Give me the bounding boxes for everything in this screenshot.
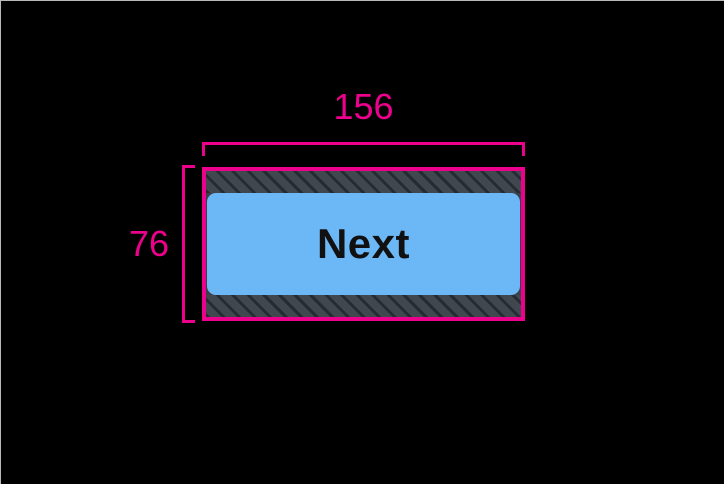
padding-band-top [206,171,521,193]
height-dimension-bracket [182,165,195,323]
width-dimension-bracket [202,142,525,156]
padding-band-bottom [206,295,521,317]
element-bounding-box: Next [202,167,525,321]
height-dimension-label: 76 [128,223,169,264]
width-dimension-label: 156 [333,86,394,127]
element-box-model: Next [206,171,521,317]
next-button-label: Next [316,220,411,267]
next-button[interactable]: Next [207,193,520,295]
